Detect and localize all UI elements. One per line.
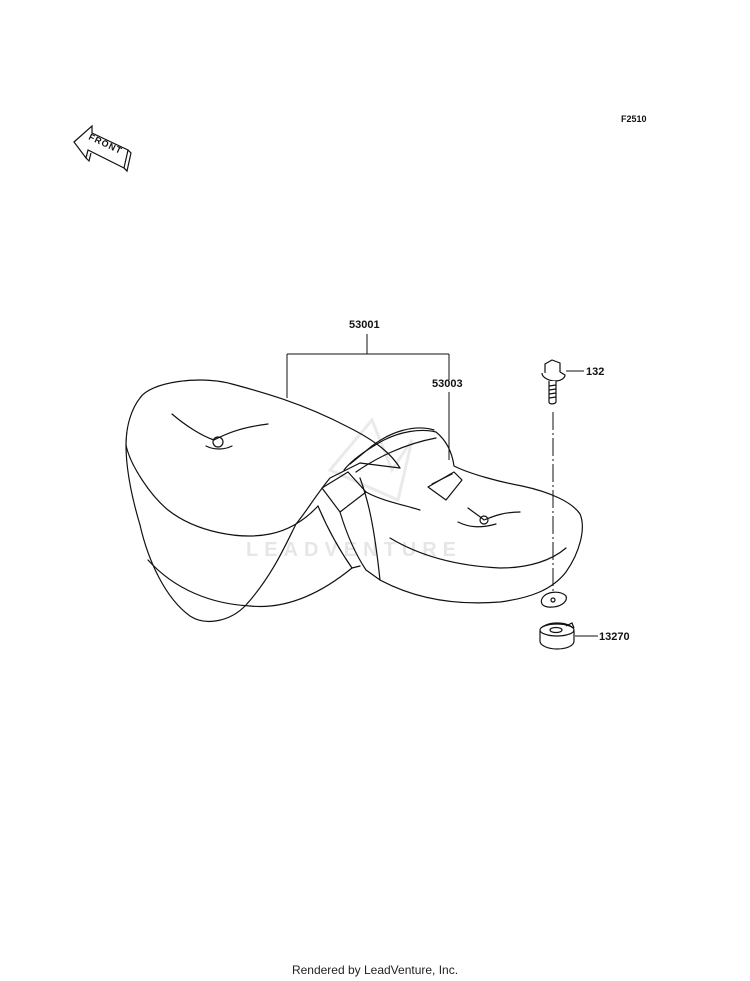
watermark-logo-icon (327, 417, 414, 503)
seat-outline (125, 379, 583, 622)
callout-132[interactable]: 132 (586, 366, 605, 378)
leadventure-watermark: LEADVENTURE (246, 417, 462, 561)
collar-icon (539, 622, 575, 650)
leader-lines (286, 334, 598, 637)
callout-13270[interactable]: 13270 (599, 631, 630, 643)
bolt-icon (541, 359, 566, 405)
front-arrow-icon: FRONT (73, 124, 132, 173)
callout-53001[interactable]: 53001 (349, 319, 380, 331)
figure-code: F2510 (621, 114, 647, 124)
watermark-text: LEADVENTURE (246, 539, 462, 561)
callout-53003[interactable]: 53003 (432, 378, 463, 390)
footer-credit: Rendered by LeadVenture, Inc. (291, 963, 459, 977)
leader-53001 (286, 334, 450, 398)
